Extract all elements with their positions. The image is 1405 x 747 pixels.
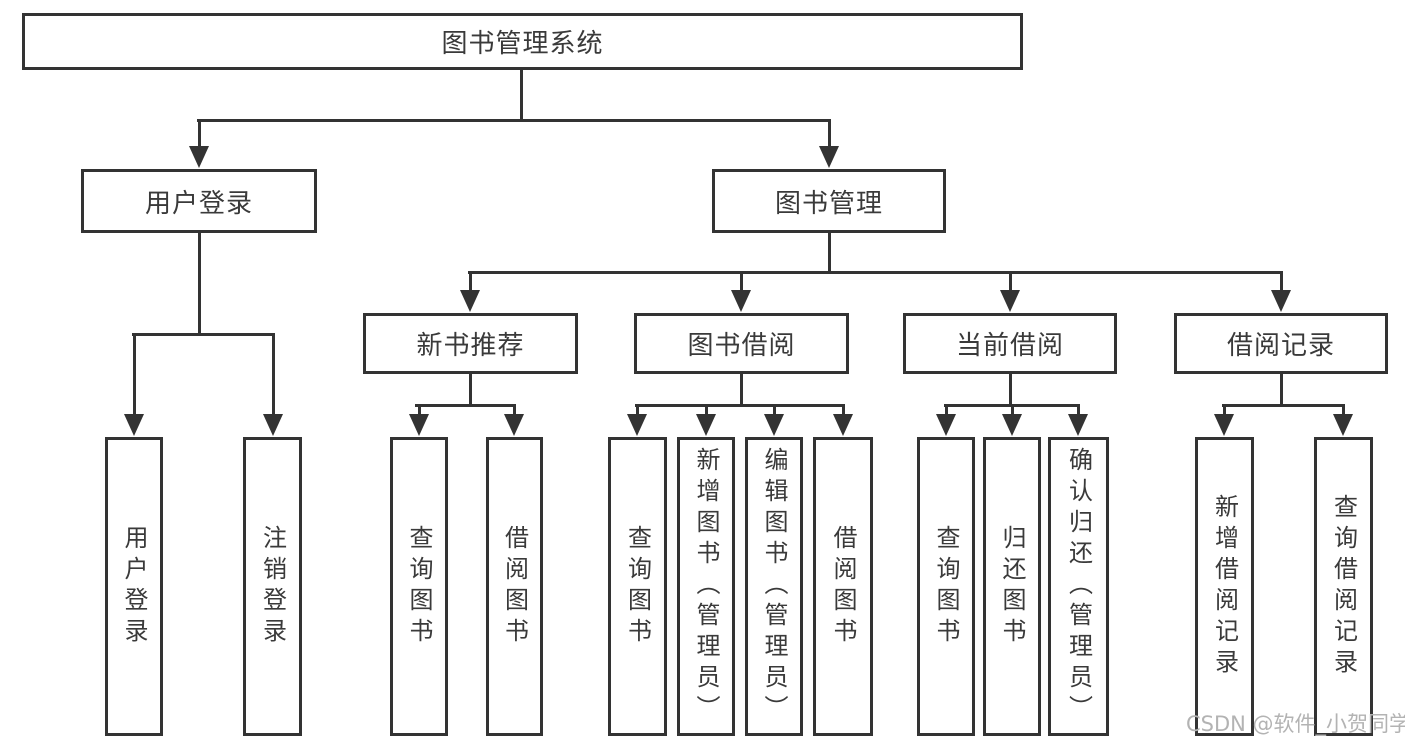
leaf-recommend-borrow-books: 借阅图书: [486, 437, 543, 736]
leaf-add-books-admin-label: 新增图书（管理员）: [692, 447, 720, 726]
arrow-down-icon-borrowing-records: [1271, 290, 1291, 312]
arrow-down-icon-g5-query: [1333, 414, 1353, 436]
leaf-edit-books-admin-label: 编辑图书（管理员）: [760, 447, 788, 726]
connector-borrowing-records-branch: [1222, 404, 1345, 407]
connector-arrow-shaft-user-login: [198, 119, 201, 147]
node-book-management: 图书管理: [712, 169, 946, 233]
node-user-login: 用户登录: [81, 169, 317, 233]
leaf-confirm-return-admin: 确认归还（管理员）: [1048, 437, 1109, 736]
leaf-confirm-return-admin-label: 确认归还（管理员）: [1064, 447, 1093, 726]
arrow-down-icon-g3-borrow: [833, 414, 853, 436]
arrow-down-icon-book-management: [819, 146, 839, 168]
leaf-edit-books-admin: 编辑图书（管理员）: [745, 437, 803, 736]
connector-arrow-shaft-g4-query: [945, 404, 948, 416]
arrow-down-icon-g3-add: [696, 414, 716, 436]
csdn-watermark: CSDN @软件_小贺同学: [1186, 712, 1405, 736]
connector-root-stub: [520, 68, 523, 121]
connector-arrow-shaft-new-book: [469, 271, 472, 292]
connector-arrow-shaft-g3-borrow: [842, 404, 845, 416]
leaf-logout: 注销登录: [243, 437, 302, 736]
arrow-down-icon-user-login: [189, 146, 209, 168]
leaf-user-login-label: 用户登录: [120, 524, 148, 649]
leaf-add-books-admin: 新增图书（管理员）: [677, 437, 735, 736]
connector-arrow-shaft-g3-edit: [773, 404, 776, 416]
connector-book-management-stub: [828, 230, 831, 274]
arrow-down-icon-g3-query: [627, 414, 647, 436]
connector-book-management-branch: [468, 271, 1283, 274]
connector-arrow-shaft-g4-confirm: [1077, 404, 1080, 416]
leaf-return-books-label: 归还图书: [998, 524, 1026, 649]
node-user-login-label: 用户登录: [144, 188, 253, 219]
leaf-recommend-query-books-label: 查询图书: [405, 524, 433, 649]
connector-arrow-shaft-g5-add: [1223, 404, 1226, 416]
node-borrowing-records: 借阅记录: [1174, 313, 1388, 374]
connector-new-book-stub: [469, 372, 472, 407]
connector-arrow-shaft-g5-query: [1342, 404, 1345, 416]
leaf-user-login: 用户登录: [105, 437, 163, 736]
arrow-down-icon-g2-query: [409, 414, 429, 436]
leaf-borrow-books: 借阅图书: [813, 437, 873, 736]
arrow-down-icon-g5-add: [1214, 414, 1234, 436]
leaf-current-query-books-label: 查询图书: [932, 524, 960, 649]
arrow-down-icon-current-borrowing: [1000, 290, 1020, 312]
node-book-management-label: 图书管理: [774, 188, 883, 219]
leaf-recommend-query-books: 查询图书: [390, 437, 448, 736]
connector-arrow-shaft-leaf-user-login: [133, 333, 136, 416]
leaf-borrow-books-label: 借阅图书: [829, 524, 857, 649]
connector-arrow-shaft-borrowing-records: [1280, 271, 1283, 292]
connector-current-borrowing-stub: [1009, 372, 1012, 407]
leaf-logout-label: 注销登录: [258, 524, 287, 649]
node-new-book-recommend-label: 新书推荐: [416, 331, 525, 361]
leaf-borrowing-query-books: 查询图书: [608, 437, 667, 736]
node-book-borrowing-label: 图书借阅: [687, 331, 796, 361]
leaf-add-borrow-record-label: 新增借阅记录: [1210, 493, 1239, 680]
arrow-down-icon-g3-edit: [764, 414, 784, 436]
connector-arrow-shaft-book-management: [828, 119, 831, 147]
connector-book-borrowing-stub: [740, 372, 743, 407]
node-borrowing-records-label: 借阅记录: [1226, 331, 1335, 361]
arrow-down-icon-g4-query: [936, 414, 956, 436]
arrow-down-icon-g2-borrow: [504, 414, 524, 436]
node-book-borrowing: 图书借阅: [634, 313, 849, 374]
connector-arrow-shaft-current-borrowing: [1009, 271, 1012, 292]
leaf-query-borrow-record-label: 查询借阅记录: [1329, 493, 1358, 680]
node-current-borrowing-label: 当前借阅: [955, 331, 1064, 361]
leaf-borrowing-query-books-label: 查询图书: [623, 524, 652, 649]
connector-arrow-shaft-leaf-logout: [272, 333, 275, 416]
connector-arrow-shaft-g2-query: [418, 404, 421, 416]
connector-user-login-stub: [198, 230, 201, 336]
connector-root-branch: [197, 119, 831, 122]
connector-arrow-shaft-g3-add: [705, 404, 708, 416]
node-new-book-recommend: 新书推荐: [363, 313, 578, 374]
arrow-down-icon-new-book: [460, 290, 480, 312]
leaf-recommend-borrow-books-label: 借阅图书: [500, 524, 529, 649]
connector-borrowing-records-stub: [1280, 372, 1283, 407]
node-current-borrowing: 当前借阅: [903, 313, 1117, 374]
connector-arrow-shaft-g3-query: [636, 404, 639, 416]
arrow-down-icon-leaf-user-login: [124, 414, 144, 436]
connector-new-book-branch: [415, 404, 516, 407]
connector-arrow-shaft-g2-borrow: [513, 404, 516, 416]
arrow-down-icon-g4-return: [1002, 414, 1022, 436]
connector-book-borrowing-branch: [635, 404, 845, 407]
connector-arrow-shaft-book-borrowing: [740, 271, 743, 292]
leaf-return-books: 归还图书: [983, 437, 1041, 736]
leaf-query-borrow-record: 查询借阅记录: [1314, 437, 1373, 736]
connector-arrow-shaft-g4-return: [1011, 404, 1014, 416]
leaf-current-query-books: 查询图书: [917, 437, 975, 736]
node-root-label: 图书管理系统: [441, 29, 604, 59]
arrow-down-icon-g4-confirm: [1068, 414, 1088, 436]
connector-user-login-branch: [132, 333, 275, 336]
node-root: 图书管理系统: [22, 13, 1023, 70]
arrow-down-icon-book-borrowing: [731, 290, 751, 312]
arrow-down-icon-leaf-logout: [263, 414, 283, 436]
leaf-add-borrow-record: 新增借阅记录: [1195, 437, 1254, 736]
